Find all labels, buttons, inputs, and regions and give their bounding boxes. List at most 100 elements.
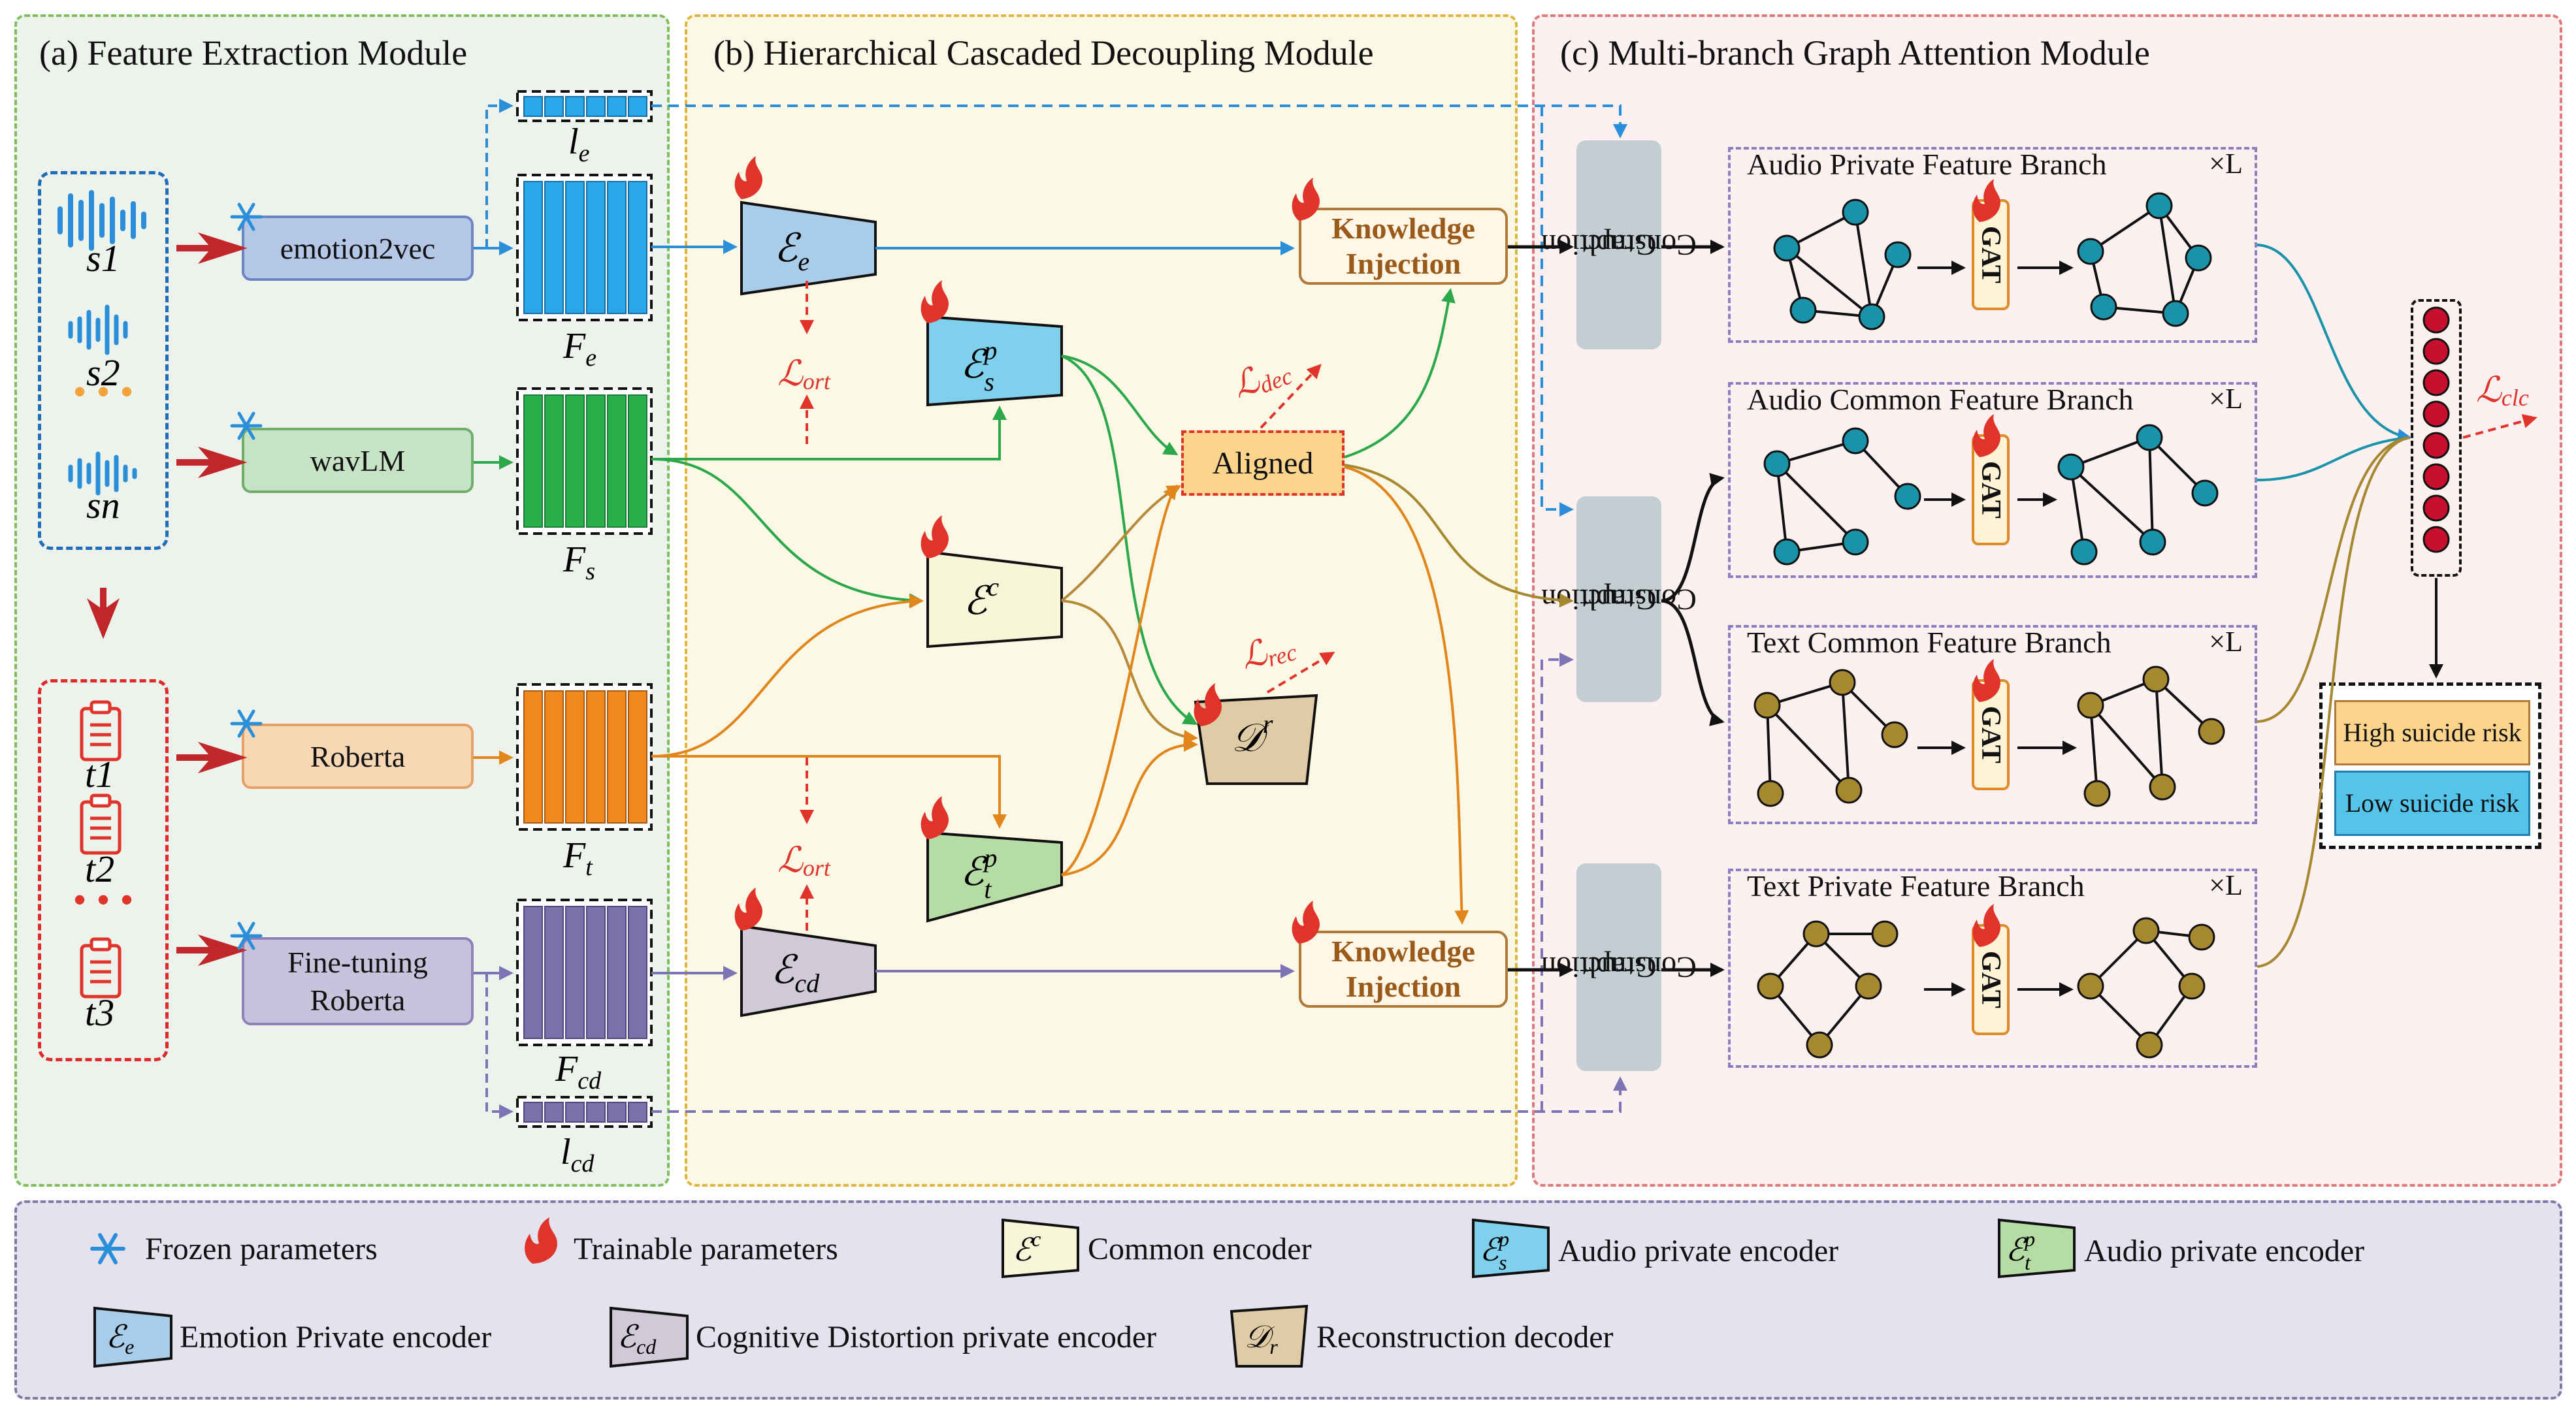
legend-cd-private-icon xyxy=(610,1306,689,1368)
legend-ec-symbol: ℰc xyxy=(1013,1227,1041,1268)
le-feature-bars xyxy=(523,96,647,117)
arrow-etp-aligned xyxy=(1060,484,1178,876)
text-ellipsis: • • • xyxy=(73,878,133,921)
knowledge-label-2: Knowledge xyxy=(1331,935,1475,968)
branch-title-2: Audio Common Feature Branch xyxy=(1747,383,2134,416)
ec-symbol: ℰc xyxy=(964,572,999,622)
output-vector-cells xyxy=(2422,306,2450,553)
legend-audio-private-s: Audio private encoder xyxy=(1558,1234,1839,1268)
graph-edges-4 xyxy=(1769,929,2202,1046)
audio-input-group xyxy=(38,171,169,550)
audio-s2-label: s2 xyxy=(86,351,120,394)
risk-output: High suicide risk Low suicide risk xyxy=(2319,682,2541,849)
arrow-lcd-graph xyxy=(651,1076,1627,1113)
text-doc-icon-1 xyxy=(80,700,122,761)
arrow-esp-aligned xyxy=(1061,355,1179,456)
audio-sn-label: sn xyxy=(86,484,120,526)
finetune-label-2: Roberta xyxy=(310,983,406,1017)
loss-rec: ℒrec xyxy=(1237,625,1300,679)
reconstruction-decoder xyxy=(1194,694,1318,785)
loss-ort-top: ℒort xyxy=(777,354,831,394)
legend-ecd-symbol: ℰcd xyxy=(617,1320,657,1358)
branch-repeat-1: ×L xyxy=(2209,148,2243,180)
module-b-title: (b) Hierarchical Cascaded Decoupling Mod… xyxy=(713,33,1374,72)
arrow-fs-esp xyxy=(651,406,1007,460)
text-t3-label: t3 xyxy=(85,991,114,1034)
legend-decoder-icon xyxy=(1230,1304,1309,1368)
aligned-box: Aligned xyxy=(1181,430,1345,496)
arrow-aligned-knowledge-bottom xyxy=(1344,466,1469,925)
arrow-etp-decoder xyxy=(1061,737,1198,876)
fcd-feature-bars xyxy=(523,906,647,1039)
legend-ee-symbol: ℰe xyxy=(106,1320,134,1358)
arrow-clc-loss xyxy=(2462,414,2537,439)
cd-private-encoder xyxy=(740,924,877,1017)
graph-edges-2 xyxy=(1776,436,2206,553)
legend-audio-private-t: Audio private encoder xyxy=(2084,1234,2365,1268)
text-input-group xyxy=(38,679,169,1061)
branch-title-4: Text Private Feature Branch xyxy=(1747,869,2085,903)
arrow-fs-ec xyxy=(651,458,924,608)
legend-audio-private-s-icon xyxy=(1472,1218,1550,1279)
knowledge-label-1: Knowledge xyxy=(1331,212,1475,245)
branch-title-1: Audio Private Feature Branch xyxy=(1747,148,2107,181)
arrow-graph-branch3 xyxy=(1661,599,1725,726)
input-arrows xyxy=(87,232,248,967)
fe-label: Fe xyxy=(562,326,596,372)
module-c-title: (c) Multi-branch Graph Attention Module xyxy=(1560,33,2150,72)
graph-nodes-1 xyxy=(1773,192,2212,330)
high-risk-label: High suicide risk xyxy=(2334,700,2530,765)
legend-audio-private-t-icon xyxy=(1998,1218,2076,1279)
branch-title-3: Text Common Feature Branch xyxy=(1747,626,2111,659)
legend-emotion-private-icon xyxy=(93,1306,172,1368)
text-t2-label: t2 xyxy=(85,848,114,890)
arrow-emotion-le xyxy=(485,99,514,248)
injection-label-1: Injection xyxy=(1345,247,1461,280)
legend-common-encoder-icon xyxy=(1002,1218,1079,1279)
loss-dec: ℒdec xyxy=(1228,349,1296,407)
arrow-dec-loss xyxy=(1260,364,1322,429)
arrow-lcd-common-graph xyxy=(1541,652,1574,1112)
ecd-symbol: ℰcd xyxy=(771,948,820,998)
common-encoder xyxy=(926,550,1063,649)
arrow-ft-etp xyxy=(651,755,1007,829)
audio-common-branch: Audio Common Feature Branch ×L xyxy=(1728,382,2257,578)
fcd-label: Fcd xyxy=(555,1049,602,1095)
text-doc-icon-3 xyxy=(80,937,122,999)
low-risk-label: Low suicide risk xyxy=(2334,771,2530,836)
arrow-aligned-knowledge xyxy=(1344,288,1456,458)
injection-label-2: Injection xyxy=(1345,970,1461,1003)
roberta-encoder: Roberta xyxy=(242,724,474,789)
fs-label: Fs xyxy=(562,539,595,585)
module-a-title: (a) Feature Extraction Module xyxy=(39,33,468,72)
arrow-finetune-lcd xyxy=(485,973,514,1119)
audio-ellipsis: • • • xyxy=(73,370,133,413)
branch-repeat-2: ×L xyxy=(2209,383,2243,415)
finetune-label-1: Fine-tuning xyxy=(287,945,428,979)
audio-private-encoder-s-shape xyxy=(926,315,1063,407)
legend-recon: Reconstruction decoder xyxy=(1316,1320,1614,1354)
flame-icon xyxy=(734,156,2000,947)
lcd-feature-bars xyxy=(523,1102,647,1123)
emotion-private-encoder xyxy=(740,200,877,296)
arrow-esp-decoder xyxy=(1061,355,1198,726)
text-doc-icon-2 xyxy=(80,793,122,855)
graph-nodes-3 xyxy=(1753,665,2225,807)
text-common-branch: Text Common Feature Branch ×L xyxy=(1728,625,2257,824)
wavlm-encoder: wavLM xyxy=(242,428,474,493)
audio-private-branch: Audio Private Feature Branch ×L xyxy=(1728,147,2257,343)
loss-clc: ℒclc xyxy=(2476,370,2529,411)
legend-common: Common encoder xyxy=(1088,1232,1312,1266)
audio-private-encoder-t xyxy=(926,831,1063,923)
legend-flame-icon xyxy=(525,1217,557,1264)
graph-nodes-4 xyxy=(1757,917,2215,1059)
